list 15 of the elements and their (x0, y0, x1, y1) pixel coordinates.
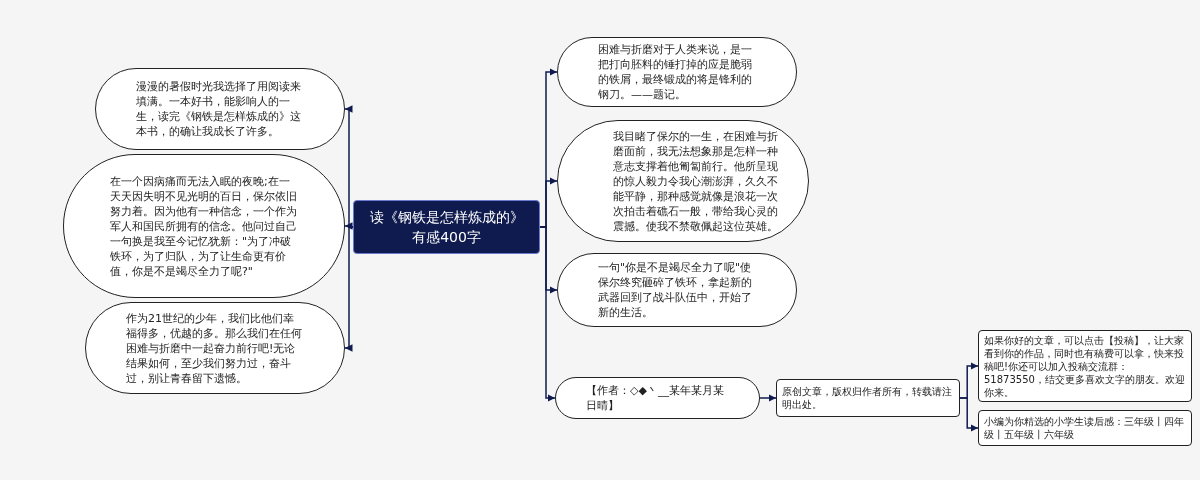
text-bubble: 一句"你是不是竭尽全力了呢"使保尔终究砸碎了铁环，拿起新的武器回到了战斗队伍中，开始了新的生活。 (557, 253, 797, 327)
arrow (344, 222, 354, 230)
arrow (344, 226, 354, 352)
text-bubble: 我目睹了保尔的一生，在困难与折磨面前，我无法想象那是怎样一种意志支撑着他匍匐前行。他所呈现的惊人毅力令我心潮澎湃，久久不能平静，那种感觉就像是浪花一次次拍击着礁石一般，带给我心灵的震撼。使我不禁敬佩起这位英雄。 (557, 120, 809, 242)
text-bubble: 作为21世纪的少年，我们比他们幸福得多，优越的多。那么我们在任何困难与折磨中一起奋力前行吧!无论结果如何，至少我们努力过，奋斗过，别让青春留下遗憾。 (85, 302, 345, 394)
note-box: 原创文章，版权归作者所有，转载请注明出处。 (776, 379, 960, 417)
text-bubble: 在一个因病痛而无法入眠的夜晚;在一天天因失明不见光明的百日，保尔依旧努力着。因为他有一种信念，一个作为军人和国民所拥有的信念。他问过自己一句换是我至今记忆犹新："为了冲破铁环，为了归队，为了让生命更有价值，你是不是竭尽全力了呢?" (63, 154, 345, 298)
note-box: 小编为你精选的小学生读后感：三年级丨四年级丨五年级丨六年级 (978, 410, 1192, 446)
text-bubble: 【作者：◇◆丶__某年某月某日晴】 (555, 377, 760, 419)
note-box: 如果你好的文章，可以点击【投稿】，让大家看到你的作品，同时也有稿费可以拿，快来投稿吧!你还可以加入投稿交流群：51873550，结交更多喜欢文字的朋友。欢迎你来。 (978, 330, 1192, 402)
central-topic-box: 读《钢铁是怎样炼成的》有感400字 (353, 200, 540, 254)
text-bubble: 漫漫的暑假时光我选择了用阅读来填满。一本好书，能影响人的一生，读完《钢铁是怎样炼成的》这本书，的确让我成长了许多。 (95, 68, 345, 150)
text-bubble: 困难与折磨对于人类来说，是一把打向胚料的锤打掉的应是脆弱的铁屑，最终锻成的将是锋利的钢刀。——题记。 (557, 37, 797, 107)
arrow (759, 394, 777, 402)
arrow (959, 397, 979, 432)
